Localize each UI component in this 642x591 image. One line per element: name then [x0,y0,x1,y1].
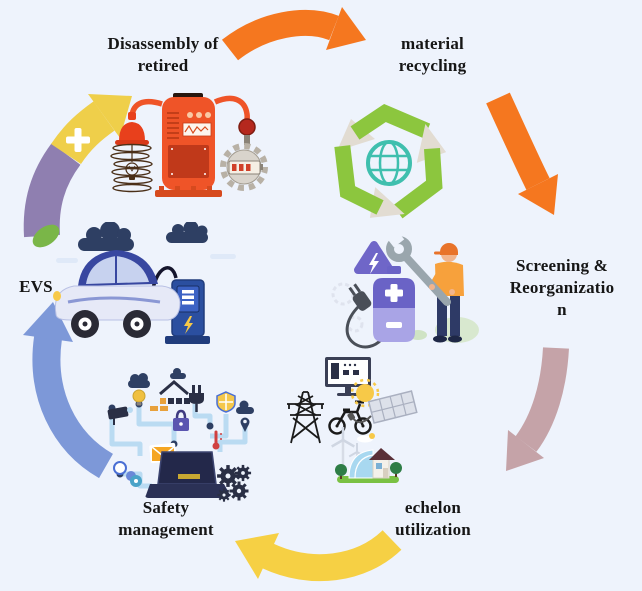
disassembly-label: Disassembly of retired [88,33,238,77]
battery-arrow-evs-to-disassembly [23,94,132,248]
gear-ghost-icon [331,282,355,306]
arrow-echelon-to-safety [235,529,402,582]
wheel-icon [71,310,99,338]
wheel-icon [123,310,151,338]
evs-label-line1: EVS [19,277,53,296]
safety-label-line1: Safety [142,498,190,517]
leaf-icon [32,224,60,248]
disassembly-label-line2: retired [137,56,189,76]
heat-lamp-coil-icon [110,98,163,193]
arrow-screening-to-echelon [506,347,569,471]
lightbulb-cloud-icon [128,373,150,406]
disassembly-machine-icon [155,93,222,197]
eco-house-icon [335,448,402,483]
arrow-shaft [262,529,402,582]
battery-arrow-purple-segment [23,143,81,238]
arrow-shaft [486,92,550,190]
cloud-icon [166,222,208,243]
safety-label: Safety management [103,497,229,541]
echelon-utilization-illustration [287,357,418,483]
screening-label-line2: Reorganizatio [509,278,615,298]
battery-arrow-yellow-segment [51,101,115,165]
technician-wrench-icon [386,232,464,343]
headlight [53,291,61,301]
arrow-head [23,302,73,342]
gears-icon [217,464,252,502]
arrow-material-to-screening [486,92,558,215]
electric-car-icon [53,250,181,338]
ev-charging-illustration [53,222,236,344]
arrow-head [235,533,279,579]
battery-icon [373,266,415,342]
screening-label-line3: n [557,300,567,320]
plug-icon [189,385,204,412]
cap [440,243,458,255]
screening-label: Screening & Reorganizatio n [500,255,624,321]
arrow-shaft [221,10,339,61]
laptop-icon [145,451,230,498]
safety-management-illustration [107,368,254,502]
charging-station-icon [165,279,210,344]
safety-label-line2: management [118,520,214,540]
echelon-label: echelon utilization [368,497,498,541]
padlock-icon [173,409,189,431]
shield-icon [216,391,236,413]
arrow-head [518,174,558,215]
material-label-line2: recycling [398,56,467,76]
echelon-label-line1: echelon [404,498,462,517]
plus-icon [66,128,90,152]
arrow-shaft [515,347,569,452]
cloud-pin-icon [236,400,254,432]
saw-blade-battery-icon [213,95,268,191]
material-recycling-illustration [312,82,472,240]
decorative-dash [56,258,78,263]
screening-illustration [331,232,479,349]
thermometer-icon [212,430,222,450]
globe-icon [366,140,412,186]
smart-home-icon [150,368,190,411]
arrow-safety-to-evs [23,302,114,479]
arrow-disassembly-to-material [221,7,366,61]
material-recycling-label: material recycling [385,33,480,77]
material-label-line1: material [401,34,464,53]
solar-panel-icon [347,390,418,424]
battery-arrow-head [88,94,132,138]
lightning-icon [184,316,193,334]
arrow-head [326,7,366,50]
tree-icon [335,462,402,479]
disassembly-machine-illustration [110,93,268,197]
decorative-dash [210,254,236,259]
warning-triangle-icon [354,241,394,274]
cloud-icon [78,222,134,251]
power-plug-icon [345,283,383,349]
echelon-label-line2: utilization [395,520,471,540]
arrow-shaft [32,336,114,479]
small-cloud-icons [113,461,142,487]
evs-label: EVS [10,276,62,298]
screening-label-line1: Screening & [515,256,609,275]
waveform-display [182,122,212,137]
arrow-head [506,430,544,471]
sun-icon [350,378,380,408]
disassembly-label-line1: Disassembly of [107,34,219,53]
power-pylon-icon [287,391,324,444]
security-camera-icon [107,406,133,425]
wrench-icon [386,232,451,306]
electric-scooter-icon [328,400,372,435]
